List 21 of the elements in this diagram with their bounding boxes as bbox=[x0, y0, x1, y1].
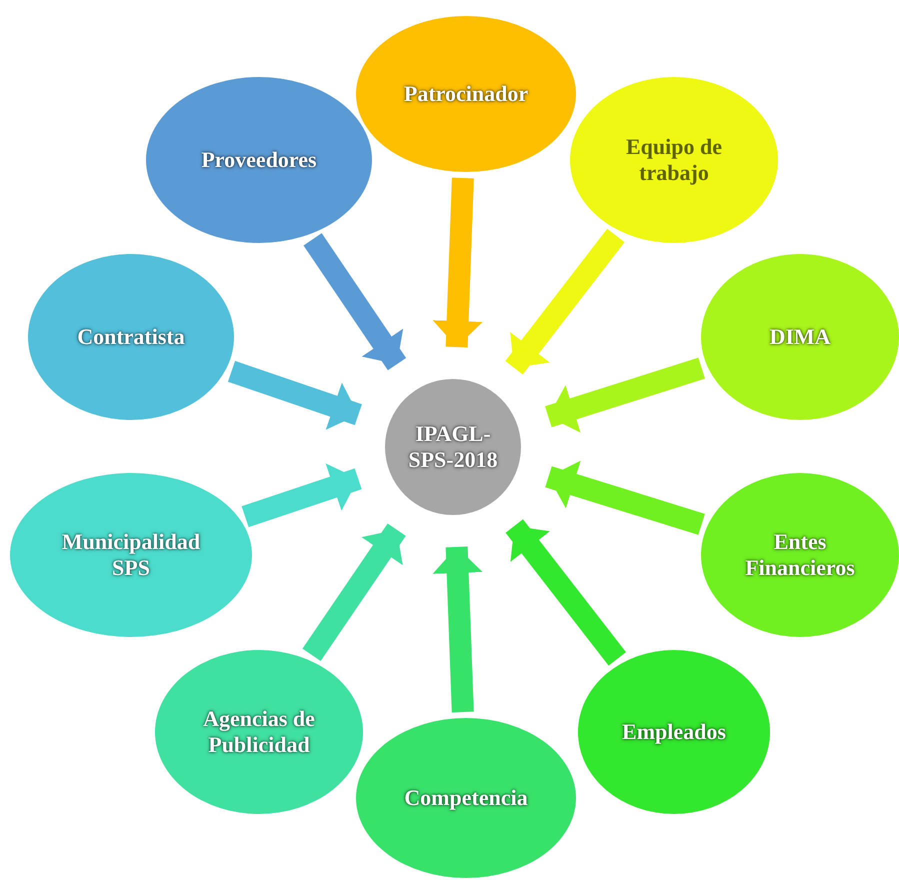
node-label: Equipo de trabajo bbox=[625, 134, 723, 186]
node-label: DIMA bbox=[769, 324, 831, 350]
node-label: IPAGL- SPS-2018 bbox=[407, 420, 499, 474]
block-arrow bbox=[545, 358, 705, 433]
node-label: Agencias de Publicidad bbox=[202, 706, 316, 758]
block-arrow bbox=[432, 546, 483, 712]
node-label: Empleados bbox=[622, 718, 726, 746]
block-arrow bbox=[545, 460, 705, 535]
block-arrow bbox=[505, 228, 625, 374]
block-arrow bbox=[302, 523, 406, 661]
block-arrow bbox=[228, 360, 362, 430]
node-label: Municipalidad SPS bbox=[60, 528, 202, 582]
block-arrow bbox=[506, 519, 626, 666]
node-label: Patrocinador bbox=[404, 80, 528, 108]
node-label: Contratista bbox=[77, 324, 185, 350]
block-arrow bbox=[242, 463, 362, 528]
node-label: Proveedores bbox=[201, 146, 317, 174]
block-arrow bbox=[432, 178, 483, 348]
node-label: Entes Financieros bbox=[744, 528, 856, 582]
block-arrow bbox=[304, 233, 406, 370]
node-label: Competencia bbox=[404, 784, 528, 812]
